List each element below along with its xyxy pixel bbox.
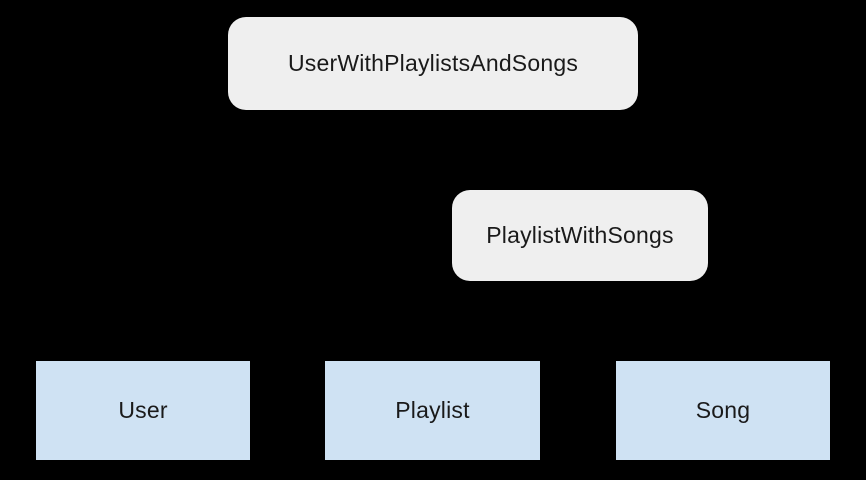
node-user: User — [36, 361, 250, 460]
node-label: Playlist — [395, 397, 470, 423]
node-label: UserWithPlaylistsAndSongs — [287, 50, 579, 76]
node-label: PlaylistWithSongs — [486, 222, 674, 248]
node-user-with-playlists-and-songs: UserWithPlaylistsAndSongs — [228, 17, 638, 110]
node-song: Song — [616, 361, 830, 460]
node-playlist-with-songs: PlaylistWithSongs — [452, 190, 708, 281]
node-label: User — [118, 397, 168, 423]
node-label: Song — [695, 397, 751, 423]
node-playlist: Playlist — [325, 361, 540, 460]
